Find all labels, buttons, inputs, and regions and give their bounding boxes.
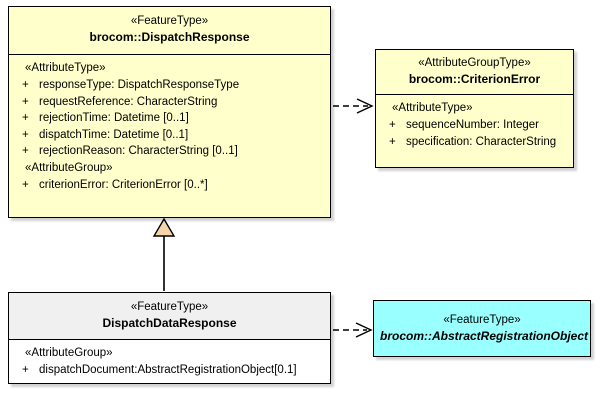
class-body-dispatch-response: «AttributeType» + responseType: Dispatch… [9,55,330,199]
attribute-row: + specification: CharacterString [380,134,569,151]
class-header-dispatch-response: «FeatureType» brocom::DispatchResponse [9,7,330,55]
class-body-dispatch-data-response: «AttributeGroup» + dispatchDocument:Abst… [9,340,330,383]
dependency-dispatchdataresponse-to-abstractregistrationobject[interactable] [333,322,373,338]
hollow-triangle-arrowhead-icon [152,217,176,237]
attribute-row: + criterionError: CriterionError [0..*] [13,177,326,194]
visibility-marker: + [389,135,396,148]
attribute-text: criterionError: CriterionError [0..*] [39,178,208,191]
class-box-criterion-error[interactable]: «AttributeGroupType» brocom::CriterionEr… [375,49,574,168]
visibility-marker: + [389,119,396,131]
class-box-abstract-registration-object[interactable]: «FeatureType» brocom::AbstractRegistrati… [373,300,591,357]
attribute-group-label: «AttributeType» [392,102,473,114]
dependency-dispatchresponse-to-criterionerror[interactable] [333,98,374,114]
attribute-row: + responseType: DispatchResponseType [13,77,326,94]
class-box-dispatch-response[interactable]: «FeatureType» brocom::DispatchResponse «… [8,6,331,218]
attribute-text: requestReference: CharacterString [39,95,218,108]
visibility-marker: + [22,145,29,157]
attribute-text: sequenceNumber: Integer [406,119,539,131]
attribute-row: + dispatchTime: Datetime [0..1] [13,127,326,144]
attribute-text: rejectionReason: CharacterString [0..1] [39,145,238,157]
class-name: brocom::AbstractRegistrationObject [380,329,589,343]
generalization-dispatchdataresponse-to-dispatchresponse[interactable] [152,217,176,291]
visibility-marker: + [22,178,29,191]
attribute-text: rejectionTime: Datetime [0..1] [39,112,189,124]
class-name: brocom::DispatchResponse [89,30,250,44]
attribute-text: dispatchDocument:AbstractRegistrationObj… [39,364,297,376]
attribute-group-label: «AttributeGroup» [25,347,113,359]
class-stereotype: «FeatureType» [130,301,209,313]
class-stereotype: «FeatureType» [130,15,209,27]
class-header-dispatch-data-response: «FeatureType» DispatchDataResponse [9,293,330,340]
visibility-marker: + [22,79,29,91]
open-arrowhead-icon [356,98,374,114]
class-header-abstract-registration-object: «FeatureType» brocom::AbstractRegistrati… [374,301,590,356]
class-box-dispatch-data-response[interactable]: «FeatureType» DispatchDataResponse «Attr… [8,292,331,384]
visibility-marker: + [22,128,29,141]
attribute-text: dispatchTime: Datetime [0..1] [39,128,189,141]
attribute-row: + rejectionReason: CharacterString [0..1… [13,143,326,160]
open-arrowhead-icon [355,322,373,338]
class-stereotype: «FeatureType» [443,314,521,326]
attribute-group-label: «AttributeGroup» [25,161,113,174]
attribute-text: specification: CharacterString [406,135,557,148]
attribute-group-label: «AttributeType» [25,62,106,74]
class-name: DispatchDataResponse [102,316,237,330]
attribute-row: + requestReference: CharacterString [13,94,326,111]
attribute-row: + dispatchDocument:AbstractRegistrationO… [13,362,326,379]
attribute-row: + rejectionTime: Datetime [0..1] [13,110,326,127]
class-name: brocom::CriterionError [408,72,541,86]
visibility-marker: + [22,95,29,108]
class-header-criterion-error: «AttributeGroupType» brocom::CriterionEr… [376,50,573,95]
attribute-row: + sequenceNumber: Integer [380,117,569,134]
visibility-marker: + [22,364,29,376]
class-stereotype: «AttributeGroupType» [418,57,531,69]
visibility-marker: + [22,112,29,124]
class-body-criterion-error: «AttributeType» + sequenceNumber: Intege… [376,95,573,156]
attribute-text: responseType: DispatchResponseType [39,79,240,91]
